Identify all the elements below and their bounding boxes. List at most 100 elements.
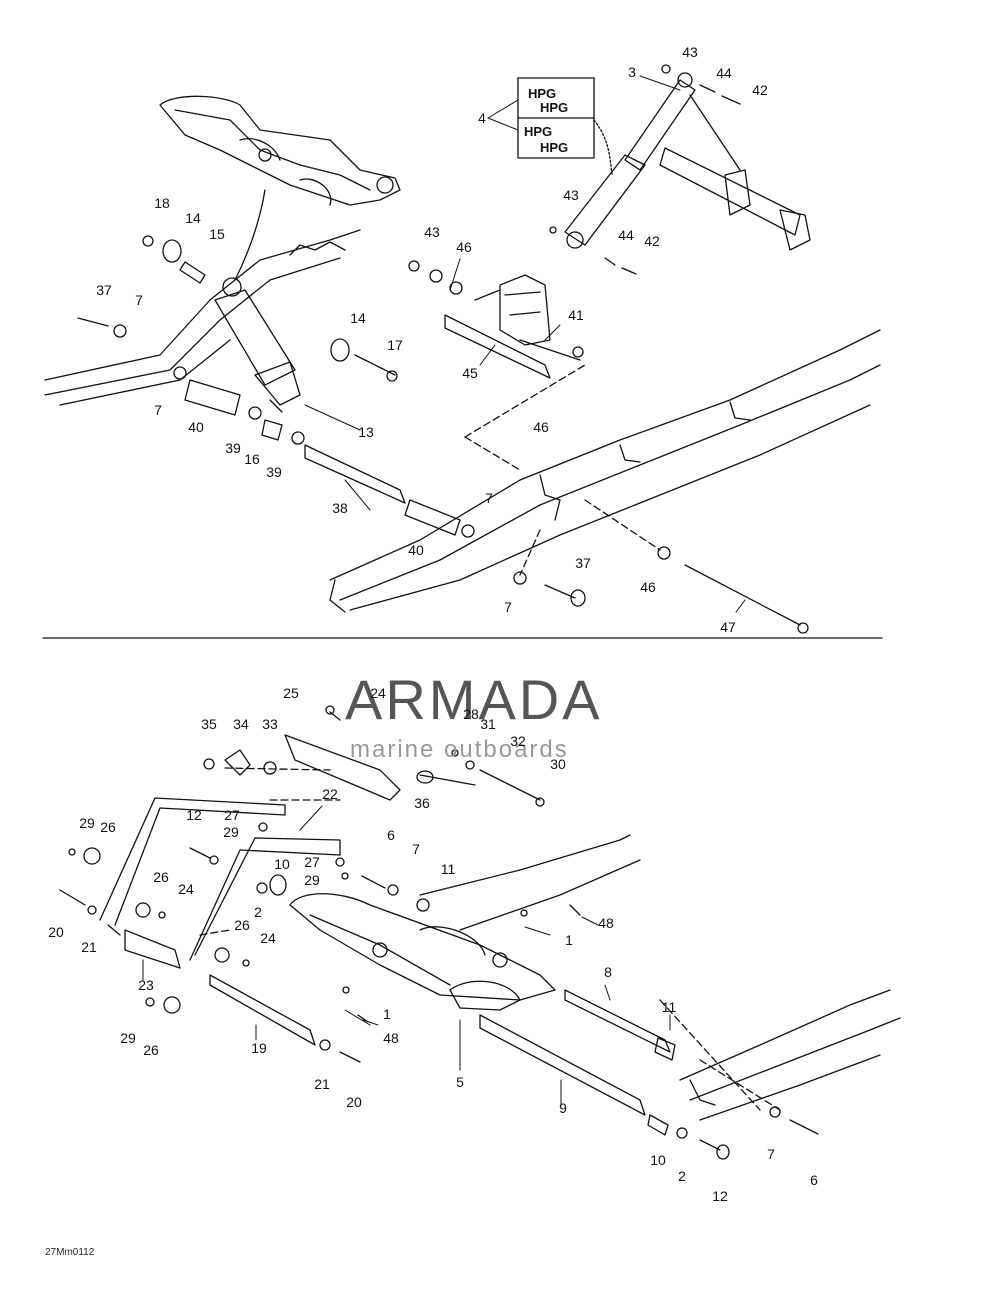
a-arm-5 — [289, 893, 556, 1011]
callout-label: 1 — [565, 932, 573, 948]
top-rear-arm-frame — [159, 95, 401, 206]
callout-leaders — [142, 75, 746, 1106]
callout-label: 29 — [223, 824, 239, 840]
callout-label: 27 — [224, 807, 240, 823]
callout-label: 21 — [314, 1076, 330, 1092]
callout-label: 24 — [178, 881, 194, 897]
callout-label: 3 — [628, 64, 636, 80]
callout-label: 34 — [233, 716, 249, 732]
long-bolt-47 — [657, 546, 809, 634]
callout-label: 47 — [720, 619, 736, 635]
callout-label: 40 — [188, 419, 204, 435]
callout-label: 6 — [810, 1172, 818, 1188]
callout-label: 8 — [604, 964, 612, 980]
callout-label: 2 — [678, 1168, 686, 1184]
svg-text:HPG: HPG — [528, 86, 556, 101]
callout-label: 37 — [575, 555, 591, 571]
top-dashed-guides — [464, 364, 661, 576]
callout-label: 6 — [387, 827, 395, 843]
cross-shaft-38 — [304, 444, 586, 607]
callout-label: 11 — [440, 861, 456, 877]
callout-label: 17 — [387, 337, 403, 353]
callout-label: 28 — [463, 706, 479, 722]
callout-label: 39 — [225, 440, 241, 456]
shock-absorber-13 — [214, 189, 301, 413]
callout-label: 27 — [304, 854, 320, 870]
callout-label: 43 — [682, 44, 698, 60]
callout-label: 32 — [510, 733, 526, 749]
bracket-41 — [408, 260, 584, 379]
steering-column — [659, 94, 811, 251]
callout-label: 36 — [414, 795, 430, 811]
callout-label: 43 — [424, 224, 440, 240]
bottom-hardware — [59, 822, 819, 1135]
callout-label: 14 — [185, 210, 201, 226]
callout-label: 21 — [81, 939, 97, 955]
callout-label: 16 — [244, 451, 260, 467]
callout-label: 1 — [383, 1006, 391, 1022]
callout-label: 29 — [304, 872, 320, 888]
callout-label: 43 — [563, 187, 579, 203]
decal-sheet-4 — [517, 77, 613, 176]
callout-label: 5 — [456, 1074, 464, 1090]
callout-label: 40 — [408, 542, 424, 558]
callout-label: 7 — [767, 1146, 775, 1162]
callout-label: 7 — [154, 402, 162, 418]
callout-label: 45 — [462, 365, 478, 381]
top-left-hardware — [77, 235, 398, 445]
callout-label: 46 — [456, 239, 472, 255]
callout-label: 4 — [478, 110, 486, 126]
svg-text:HPG: HPG — [540, 100, 568, 115]
callout-label: 24 — [260, 930, 276, 946]
callout-label: 12 — [712, 1188, 728, 1204]
callout-label: 2 — [254, 904, 262, 920]
callout-label: 31 — [480, 716, 496, 732]
callout-label: 26 — [234, 917, 250, 933]
callout-label: 39 — [266, 464, 282, 480]
callout-label: 24 — [370, 685, 386, 701]
callout-label: 18 — [154, 195, 170, 211]
callout-label: 30 — [550, 756, 566, 772]
bottom-shafts — [209, 974, 730, 1160]
callout-label: 13 — [358, 424, 374, 440]
callout-label: 29 — [79, 815, 95, 831]
svg-text:HPG: HPG — [524, 124, 552, 139]
callout-label: 44 — [618, 227, 634, 243]
callout-label: 20 — [48, 924, 64, 940]
callout-label: 19 — [251, 1040, 267, 1056]
callout-label: 22 — [322, 786, 338, 802]
watermark-subtitle: marine outboards — [350, 736, 569, 763]
callout-label: 42 — [644, 233, 660, 249]
bottom-right-frame-rail — [419, 834, 901, 1121]
callout-label: 9 — [559, 1100, 567, 1116]
callout-label: 7 — [504, 599, 512, 615]
damper-parts-30 — [203, 705, 545, 807]
callout-label: 44 — [716, 65, 732, 81]
watermark-title: ARMADA — [345, 668, 603, 731]
callout-label: 48 — [598, 915, 614, 931]
callout-label: 46 — [640, 579, 656, 595]
steering-damper-3 — [549, 64, 741, 275]
callout-label: 12 — [186, 807, 202, 823]
callout-label: 26 — [153, 869, 169, 885]
callout-label: 33 — [262, 716, 278, 732]
callout-label: 35 — [201, 716, 217, 732]
callout-label: 26 — [143, 1042, 159, 1058]
callout-label: 25 — [283, 685, 299, 701]
top-left-frame-rail — [44, 229, 361, 406]
callout-label: 38 — [332, 500, 348, 516]
callout-label: 10 — [650, 1152, 666, 1168]
callout-label: 23 — [138, 977, 154, 993]
callout-label: 10 — [274, 856, 290, 872]
bottom-mount-bracket-22 — [99, 797, 341, 969]
callout-label: 41 — [568, 307, 584, 323]
diagram-id-code: 27Mm0112 — [45, 1247, 95, 1258]
callout-label: 11 — [661, 999, 677, 1015]
callout-label: 48 — [383, 1030, 399, 1046]
callout-label: 46 — [533, 419, 549, 435]
callout-label: 15 — [209, 226, 225, 242]
svg-text:HPG: HPG — [540, 140, 568, 155]
callout-label: 7 — [485, 490, 493, 506]
